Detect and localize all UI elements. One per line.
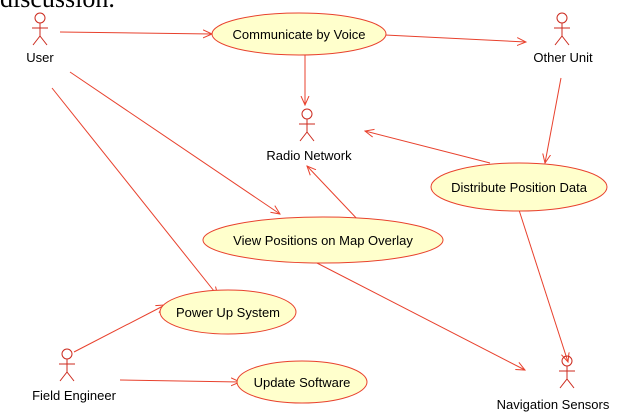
assoc-user-powerup xyxy=(51,87,218,296)
actor-navsensors-figure xyxy=(559,355,575,389)
clipped-heading: discussion. xyxy=(0,0,115,14)
usecase-distribute-label: Distribute Position Data xyxy=(451,180,588,195)
usecase-update-label: Update Software xyxy=(254,375,351,390)
assoc-view-radio xyxy=(307,166,361,223)
actor-fieldengineer-label: Field Engineer xyxy=(32,388,116,403)
assoc-communicate-otherunit xyxy=(384,34,526,42)
assoc-distribute-navsensors xyxy=(518,209,568,362)
assoc-user-view xyxy=(69,71,280,214)
usecase-distribute-ellipse xyxy=(430,162,608,212)
actor-fieldengineer-figure xyxy=(59,348,75,382)
usecase-update-ellipse xyxy=(236,360,368,404)
assoc-view-navsensors xyxy=(314,261,525,370)
actor-user-label: User xyxy=(26,50,54,65)
usecase-powerup-ellipse xyxy=(159,289,297,335)
associations xyxy=(51,32,568,382)
actor-radionetwork-figure xyxy=(299,108,315,142)
usecase-communicate-ellipse xyxy=(211,12,387,56)
actor-radionetwork-label: Radio Network xyxy=(266,148,352,163)
usecase-powerup-label: Power Up System xyxy=(176,305,280,320)
assoc-user-communicate xyxy=(59,32,212,34)
actor-navsensors-label: Navigation Sensors xyxy=(497,397,610,412)
actor-user-figure xyxy=(32,12,48,46)
usecase-communicate-label: Communicate by Voice xyxy=(233,27,366,42)
assoc-fieldengineer-powerup xyxy=(73,305,165,353)
actor-otherunit-figure xyxy=(554,12,570,46)
usecase-view-label: View Positions on Map Overlay xyxy=(233,233,413,248)
usecase-view-ellipse xyxy=(202,216,444,264)
assoc-distribute-radio xyxy=(365,131,491,164)
assoc-otherunit-distribute xyxy=(545,77,562,163)
actor-otherunit-label: Other Unit xyxy=(533,50,593,65)
assoc-fieldengineer-update xyxy=(119,380,240,382)
